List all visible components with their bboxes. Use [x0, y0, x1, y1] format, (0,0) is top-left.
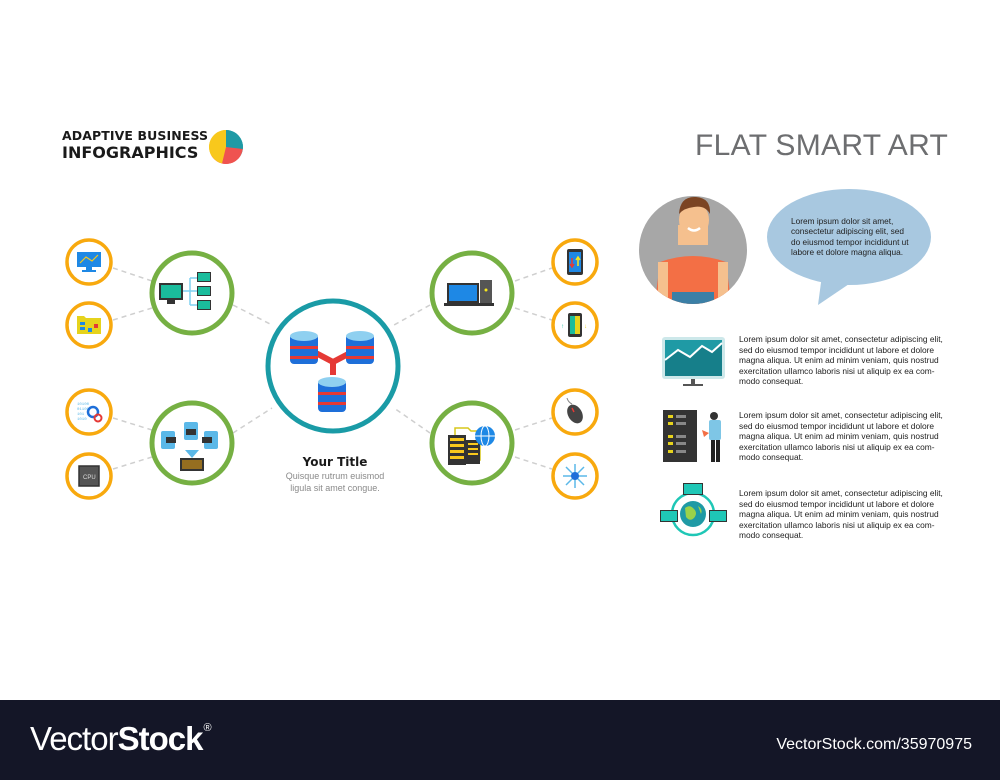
feature-line: magna aliqua. Ut enim ad minim veniam, q…	[739, 431, 939, 442]
center-title: Your Title	[302, 455, 368, 469]
cpu-chip-icon: CPU	[78, 465, 100, 487]
feature-text-2: Lorem ipsum dolor sit amet, consectetur …	[739, 410, 954, 463]
feature-line: sed do eiusmod tempor incididunt ut labo…	[739, 344, 935, 355]
leaf-node[interactable]	[551, 452, 599, 500]
feature-text-3: Lorem ipsum dolor sit amet, consectetur …	[739, 488, 954, 541]
global-network-icon	[660, 483, 727, 537]
hub-node-top-left[interactable]	[149, 250, 235, 336]
speech-line: Lorem ipsum dolor sit amet,	[791, 216, 894, 226]
hub-node-bottom-left[interactable]	[149, 400, 235, 486]
leaf-node[interactable]	[65, 301, 113, 349]
monitor-chart-icon	[662, 337, 725, 386]
network-diagram: 10100 01100 101 1010 CPU	[65, 189, 931, 537]
feature-line: modo consequat.	[739, 530, 804, 541]
leaf-node[interactable]	[65, 238, 113, 286]
brand-line1: ADAPTIVE BUSINESS	[62, 128, 209, 143]
circuit-snowflake-icon	[563, 464, 587, 488]
feature-line: modo consequat.	[739, 452, 804, 463]
page-title: FLAT SMART ART	[695, 129, 949, 162]
vectorstock-logo[interactable]: VectorStock®	[30, 720, 212, 758]
brand-line2: INFOGRAPHICS	[62, 143, 199, 162]
feature-line: Lorem ipsum dolor sit amet, consectetur …	[739, 488, 943, 498]
center-caption: Your Title Quisque rutrum euismod ligula…	[260, 455, 410, 493]
logo-bold: Stock	[117, 720, 204, 757]
database-network-icon	[290, 331, 374, 412]
logo-thin: Vector	[30, 720, 119, 757]
svg-text:↓: ↓	[584, 324, 587, 330]
feature-line: Lorem ipsum dolor sit amet, consectetur …	[739, 410, 943, 420]
leaf-node[interactable]	[551, 388, 599, 436]
phone-sync-icon: ↑ ↓	[561, 313, 587, 337]
infographic-canvas: ADAPTIVE BUSINESS INFOGRAPHICS FLAT SMAR…	[62, 128, 954, 541]
folder-flowchart-icon	[77, 316, 101, 334]
pie-logo-icon	[209, 130, 243, 164]
feature-text-1: Lorem ipsum dolor sit amet, consectetur …	[739, 334, 954, 387]
feature-line: exercitation ullamco laboris nisi ut ali…	[739, 519, 935, 530]
hub-node-top-right[interactable]	[429, 250, 515, 336]
hub-node-bottom-right[interactable]	[429, 400, 515, 486]
footer-bar: VectorStock® VectorStock.com/35970975	[0, 700, 1000, 780]
svg-text:101: 101	[77, 413, 85, 417]
feature-line: exercitation ullamco laboris nisi ut ali…	[739, 441, 935, 452]
speech-text: Lorem ipsum dolor sit amet, consectetur …	[791, 216, 921, 258]
laptop-tower-icon	[444, 280, 494, 306]
feature-line: modo consequat.	[739, 376, 804, 387]
data-servers-laptop-icon	[161, 422, 218, 471]
brand-heading: ADAPTIVE BUSINESS INFOGRAPHICS	[62, 128, 208, 162]
svg-text:10100: 10100	[77, 403, 90, 407]
leaf-node[interactable]: CPU	[65, 452, 113, 500]
connector-lines	[112, 267, 553, 470]
speech-bubble	[767, 189, 931, 305]
svg-text:↑: ↑	[561, 324, 564, 330]
monitor-analytics-icon	[77, 252, 101, 272]
feature-line: exercitation ullamco laboris nisi ut ali…	[739, 365, 935, 376]
feature-line: magna aliqua. Ut enim ad minim veniam, q…	[739, 355, 939, 366]
phone-transfer-icon	[567, 249, 583, 275]
center-subtitle-line1: Quisque rutrum euismod	[285, 471, 385, 481]
center-node[interactable]	[265, 298, 401, 434]
speech-line: labore et dolore magna aliqua.	[791, 247, 904, 258]
server-globe-icon	[448, 425, 495, 465]
server-rack-technician-icon	[663, 410, 721, 462]
svg-text:CPU: CPU	[83, 475, 96, 481]
feature-line: Lorem ipsum dolor sit amet, consectetur …	[739, 334, 943, 344]
speech-line: do eiusmod tempor incididunt ut	[791, 236, 909, 247]
binary-gears-icon: 10100 01100 101 1010	[77, 403, 103, 423]
leaf-node[interactable]: 10100 01100 101 1010	[65, 388, 113, 436]
leaf-node[interactable]: ↑ ↓	[551, 301, 599, 349]
feature-line: sed do eiusmod tempor incididunt ut labo…	[739, 420, 935, 431]
feature-line: sed do eiusmod tempor incididunt ut labo…	[739, 498, 935, 509]
svg-text:01100: 01100	[77, 408, 90, 412]
speech-line: consectetur adipiscing elit, sed	[791, 226, 904, 237]
registered-mark: ®	[203, 722, 211, 734]
avatar	[639, 196, 747, 304]
leaf-node[interactable]	[551, 238, 599, 286]
svg-text:1010: 1010	[77, 418, 87, 422]
center-subtitle-line2: ligula sit amet congue.	[290, 483, 380, 493]
footer-url-link[interactable]: VectorStock.com/35970975	[776, 736, 972, 753]
computer-mouse-icon	[566, 397, 583, 424]
computer-network-icon	[159, 272, 211, 310]
feature-line: magna aliqua. Ut enim ad minim veniam, q…	[739, 509, 939, 520]
